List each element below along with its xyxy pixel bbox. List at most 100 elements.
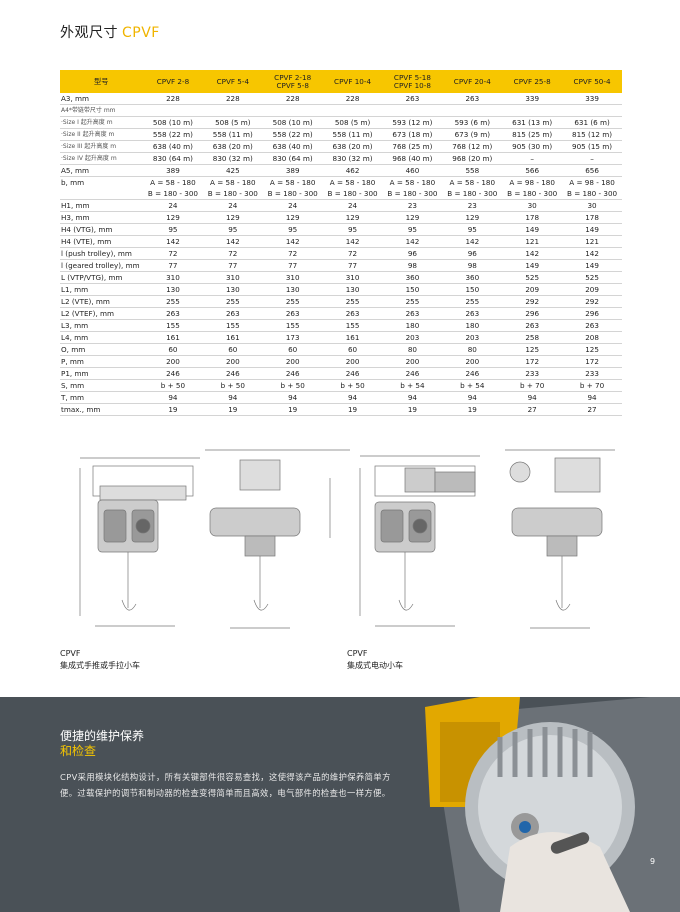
table-cell: 142 — [562, 247, 622, 260]
table-cell: 129 — [143, 211, 203, 224]
caption-left: CPVF 集成式手推或手拉小车 — [60, 648, 140, 672]
table-cell: 142 — [442, 235, 503, 248]
table-cell: 77 — [202, 259, 263, 272]
table-cell: 72 — [202, 247, 263, 260]
table-cell — [442, 104, 503, 117]
table-cell: 150 — [442, 283, 503, 296]
technical-drawings — [79, 449, 615, 629]
table-cell: B = 180 - 300 — [143, 188, 203, 200]
table-cell: 460 — [382, 164, 443, 177]
table-cell: 263 — [442, 93, 503, 105]
table-cell: 24 — [322, 199, 383, 212]
table-cell: 150 — [382, 283, 443, 296]
table-cell: 98 — [382, 259, 443, 272]
table-cell — [562, 104, 622, 117]
table-cell: 95 — [322, 223, 383, 236]
table-cell: 228 — [262, 93, 323, 105]
table-cell: 155 — [143, 319, 203, 332]
table-cell: 19 — [262, 403, 323, 416]
table-cell: 255 — [143, 295, 203, 308]
table-cell: 255 — [262, 295, 323, 308]
table-cell: 558 (11 m) — [322, 128, 383, 141]
table-cell: b + 50 — [322, 379, 383, 392]
table-cell: 968 (20 m) — [442, 152, 503, 165]
table-cell: 263 — [502, 319, 563, 332]
table-cell: 80 — [442, 343, 503, 356]
table-cell: A = 58 - 180 — [329, 177, 376, 187]
table-cell: 95 — [202, 223, 263, 236]
table-cell: 905 (30 m) — [502, 140, 563, 153]
table-cell: 673 (18 m) — [382, 128, 443, 141]
table-cell: 27 — [502, 403, 563, 416]
caption-right-model: CPVF — [347, 649, 368, 658]
table-cell: 19 — [143, 403, 203, 416]
maintenance-section: 便捷的维护保养 和检查 CPV采用模块化结构设计，所有关键部件很容易查找，这使得… — [0, 697, 680, 912]
table-cell: 209 — [502, 283, 563, 296]
table-cell: 129 — [262, 211, 323, 224]
table-cell: 129 — [202, 211, 263, 224]
table-cell: – — [562, 152, 622, 165]
table-cell: 178 — [562, 211, 622, 224]
table-cell: 203 — [442, 331, 503, 344]
table-cell: 830 (64 m) — [262, 152, 323, 165]
table-cell: 125 — [502, 343, 563, 356]
table-cell: 24 — [202, 199, 263, 212]
hoist-photo — [400, 697, 680, 912]
table-cell: 77 — [322, 259, 383, 272]
table-cell: A = 98 - 180 — [569, 177, 615, 187]
row-label: l (geared trolley), mm — [60, 259, 143, 272]
row-label: T, mm — [60, 391, 143, 404]
table-cell: 462 — [322, 164, 383, 177]
table-cell — [382, 104, 443, 117]
table-cell: 95 — [143, 223, 203, 236]
table-cell: 180 — [382, 319, 443, 332]
table-cell: 310 — [322, 271, 383, 284]
row-label: ·Size I 起升高度 m — [60, 116, 143, 129]
table-cell: 72 — [322, 247, 383, 260]
table-cell: 98 — [442, 259, 503, 272]
row-label: ·Size III 起升高度 m — [60, 140, 143, 153]
row-label: L1, mm — [60, 283, 143, 296]
row-label: H4 (VTE), mm — [60, 235, 143, 248]
table-cell: 155 — [322, 319, 383, 332]
table-cell: 77 — [262, 259, 323, 272]
table-cell: 255 — [442, 295, 503, 308]
table-cell: B = 180 - 300 — [562, 188, 622, 200]
table-cell — [262, 104, 323, 117]
row-label: P, mm — [60, 355, 143, 368]
table-cell: 656 — [562, 164, 622, 177]
header-model-col: CPVF 10-4 — [322, 70, 383, 93]
table-cell: 360 — [442, 271, 503, 284]
table-cell: 142 — [502, 247, 563, 260]
table-cell: b + 50 — [262, 379, 323, 392]
row-label: L2 (VTE), mm — [60, 295, 143, 308]
table-cell: 19 — [202, 403, 263, 416]
table-cell: 142 — [262, 235, 323, 248]
table-cell: 77 — [143, 259, 203, 272]
table-cell: 246 — [202, 367, 263, 380]
table-cell: 178 — [502, 211, 563, 224]
row-label: tmax., mm — [60, 403, 143, 416]
row-label: A5, mm — [60, 164, 143, 177]
table-cell: 310 — [202, 271, 263, 284]
row-label: L2 (VTEF), mm — [60, 307, 143, 320]
row-label: H3, mm — [60, 211, 143, 224]
table-cell: 292 — [562, 295, 622, 308]
table-cell: 830 (32 m) — [322, 152, 383, 165]
table-cell: 172 — [562, 355, 622, 368]
table-cell: 94 — [143, 391, 203, 404]
row-label: b, mm — [61, 177, 85, 187]
caption-left-model: CPVF — [60, 649, 81, 658]
table-cell: 905 (15 m) — [562, 140, 622, 153]
table-cell: 161 — [143, 331, 203, 344]
